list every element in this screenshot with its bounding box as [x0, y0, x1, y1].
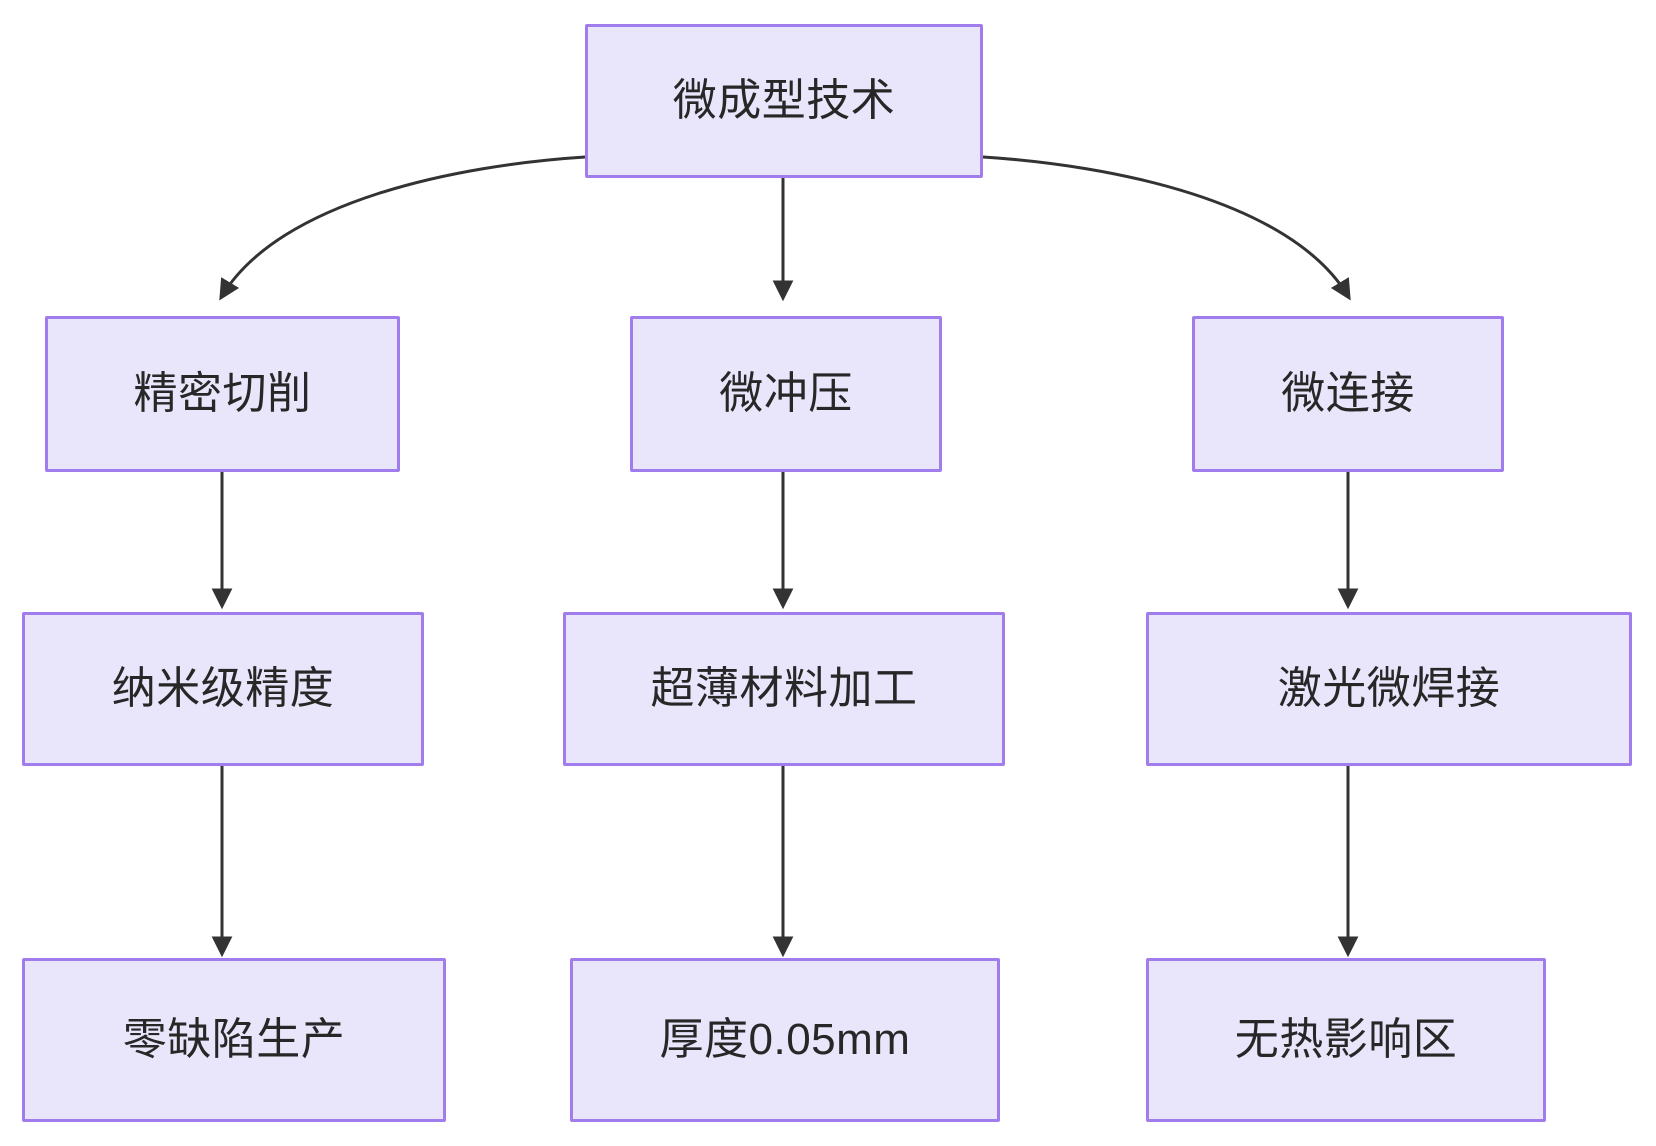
node-label: 厚度0.05mm — [659, 1014, 911, 1064]
node-no-heat-affected-zone[interactable]: 无热影响区 — [1146, 958, 1546, 1122]
node-label: 微成型技术 — [672, 75, 896, 125]
node-label: 超薄材料加工 — [650, 663, 918, 713]
node-label: 微冲压 — [719, 368, 853, 418]
node-label: 无热影响区 — [1234, 1014, 1458, 1064]
edge-root-to-precision-cutting — [219, 155, 586, 301]
node-micro-forming-technology[interactable]: 微成型技术 — [585, 24, 983, 178]
node-label: 微连接 — [1281, 368, 1415, 418]
node-ultrathin-material-processing[interactable]: 超薄材料加工 — [563, 612, 1005, 766]
node-label: 纳米级精度 — [111, 663, 335, 713]
node-label: 精密切削 — [133, 368, 312, 418]
node-precision-cutting[interactable]: 精密切削 — [45, 316, 400, 472]
node-label: 激光微焊接 — [1277, 663, 1501, 713]
node-zero-defect-production[interactable]: 零缺陷生产 — [22, 958, 446, 1122]
node-label: 零缺陷生产 — [122, 1014, 346, 1064]
node-micro-stamping[interactable]: 微冲压 — [630, 316, 942, 472]
edge-root-to-micro-joining — [982, 155, 1351, 301]
node-nanometer-precision[interactable]: 纳米级精度 — [22, 612, 424, 766]
node-laser-micro-welding[interactable]: 激光微焊接 — [1146, 612, 1632, 766]
node-micro-joining[interactable]: 微连接 — [1192, 316, 1504, 472]
node-thickness-spec[interactable]: 厚度0.05mm — [570, 958, 1000, 1122]
